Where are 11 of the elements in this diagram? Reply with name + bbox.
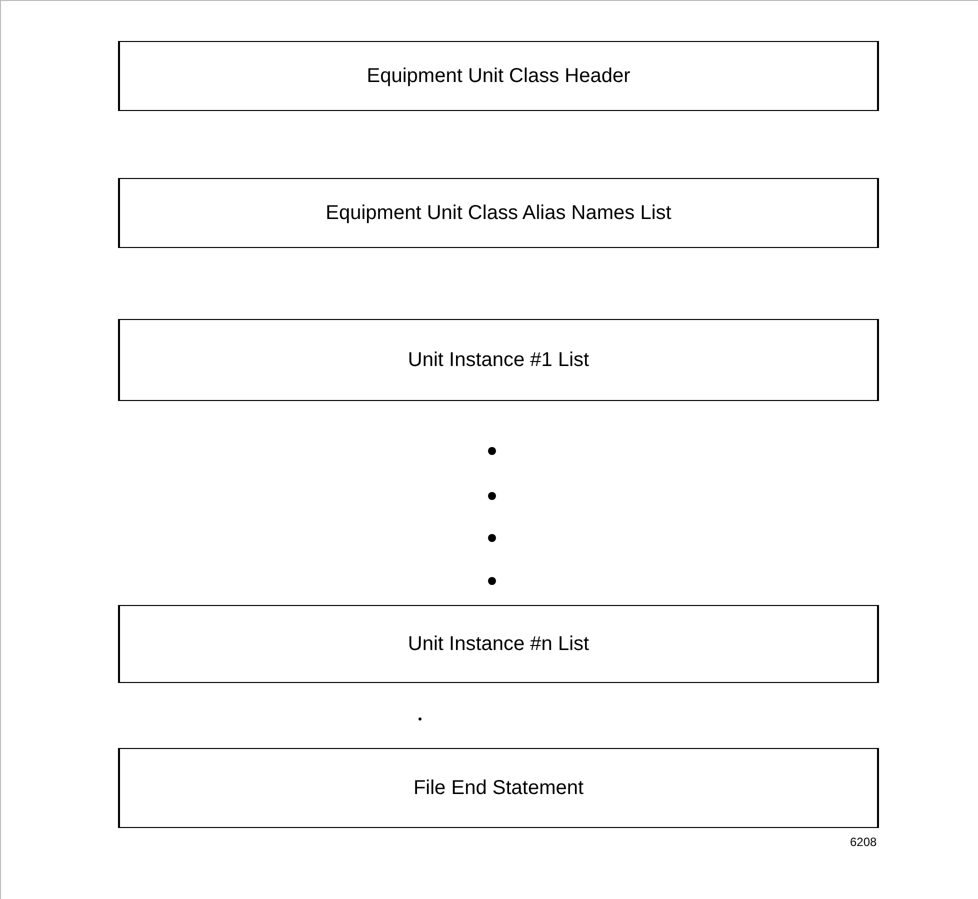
section-box xyxy=(118,178,879,248)
section-box xyxy=(118,319,879,401)
section-box xyxy=(118,748,879,828)
section-box xyxy=(118,605,879,683)
figure-number: 6208 xyxy=(850,835,877,849)
section-title: Equipment Unit Class Header xyxy=(366,64,630,88)
section-title: Equipment Unit Class Alias Names List xyxy=(326,202,672,224)
section-box xyxy=(118,41,879,111)
section-title: Unit Instance #1 List xyxy=(408,348,590,372)
section-title: Unit Instance #n List xyxy=(408,632,590,656)
section-title: File End Statement xyxy=(413,776,584,800)
